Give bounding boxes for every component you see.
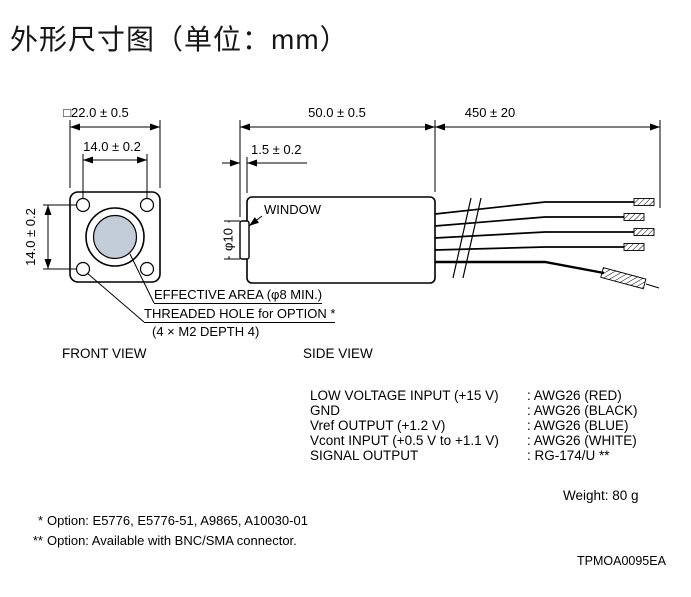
wire-spec: : AWG26 (RED) <box>527 388 622 403</box>
wire-spec: : AWG26 (BLUE) <box>527 418 629 433</box>
wire-name: LOW VOLTAGE INPUT (+15 V) <box>310 388 499 403</box>
dim-label-body-length: 50.0 ± 0.5 <box>308 105 366 120</box>
note-text: Option: Available with BNC/SMA connector… <box>47 533 297 548</box>
front-view-dimensions <box>43 120 161 323</box>
stripped-end <box>623 243 645 251</box>
break-mark <box>462 197 482 279</box>
wire-spec: : RG-174/U ** <box>527 448 610 463</box>
coax-signal-cable <box>435 260 605 275</box>
break-mark <box>452 197 472 279</box>
wire-name: Vcont INPUT (+0.5 V to +1.1 V) <box>310 433 499 448</box>
wire-table-row: Vref OUTPUT (+1.2 V) : AWG26 (BLUE) <box>310 418 670 433</box>
window-protrusion <box>239 220 250 260</box>
cable-assembly <box>434 197 660 290</box>
stripped-end <box>633 228 655 236</box>
note-text: Option: E5776, E5776-51, A9865, A10030-0… <box>47 513 308 528</box>
stripped-end <box>633 198 655 206</box>
wire-table-row: LOW VOLTAGE INPUT (+15 V) : AWG26 (RED) <box>310 388 670 403</box>
mounting-hole-bottom-right <box>139 261 155 277</box>
side-view-dimensions <box>222 120 661 260</box>
mounting-hole-top-left <box>75 197 91 213</box>
note-marker: ** <box>32 533 43 548</box>
wire-red <box>434 201 634 215</box>
mounting-hole-top-right <box>139 197 155 213</box>
page-title: 外形尺寸图（单位：mm） <box>10 24 349 55</box>
wire-table-row: SIGNAL OUTPUT : RG-174/U ** <box>310 448 670 463</box>
wire-spec: : AWG26 (WHITE) <box>527 433 637 448</box>
effective-area-label: EFFECTIVE AREA (φ8 MIN.) <box>154 287 323 304</box>
threaded-hole-leader <box>86 272 145 323</box>
dim-label-front-holes-vertical: 14.0 ± 0.2 <box>23 208 38 266</box>
effective-area-leader <box>129 253 155 304</box>
dim-label-window-diameter: φ10 <box>220 222 236 257</box>
dim-label-cable-length: 450 ± 20 <box>464 105 516 120</box>
dim-label-front-holes-horizontal: 14.0 ± 0.2 <box>83 139 141 154</box>
wire-name: Vref OUTPUT (+1.2 V) <box>310 418 446 433</box>
wire-blue <box>434 231 634 239</box>
note-option-2: ** Option: Available with BNC/SMA connec… <box>27 533 297 548</box>
threaded-hole-label: THREADED HOLE for OPTION * <box>144 306 336 323</box>
note-option-1: * Option: E5776, E5776-51, A9865, A10030… <box>27 513 308 528</box>
dim-label-window-offset: 1.5 ± 0.2 <box>251 142 302 157</box>
wire-name: SIGNAL OUTPUT <box>310 448 419 463</box>
wire-black <box>434 216 624 227</box>
wire-table-row: GND : AWG26 (BLACK) <box>310 403 670 418</box>
coax-stripped-end <box>600 267 647 290</box>
document-code: TPMOA0095EA <box>577 554 666 568</box>
wire-white <box>434 246 624 251</box>
effective-area-circle <box>92 214 138 260</box>
wire-spec: : AWG26 (BLACK) <box>527 403 638 418</box>
wire-table-row: Vcont INPUT (+0.5 V to +1.1 V) : AWG26 (… <box>310 433 670 448</box>
weight-label: Weight: 80 g <box>563 488 639 503</box>
stripped-end <box>623 213 645 221</box>
front-view-drawing <box>69 191 161 283</box>
coax-tip <box>645 283 660 289</box>
note-marker: * <box>37 513 43 528</box>
side-view-caption: SIDE VIEW <box>303 346 373 361</box>
window-label: WINDOW <box>264 202 322 217</box>
dim-label-front-outer: □22.0 ± 0.5 <box>63 105 129 120</box>
front-view-outline <box>69 191 161 283</box>
wire-name: GND <box>310 403 340 418</box>
window-pointer-arrow <box>248 215 263 227</box>
side-view-drawing <box>239 196 436 284</box>
threaded-hole-detail: (4 × M2 DEPTH 4) <box>152 324 260 339</box>
front-view-caption: FRONT VIEW <box>62 346 147 361</box>
